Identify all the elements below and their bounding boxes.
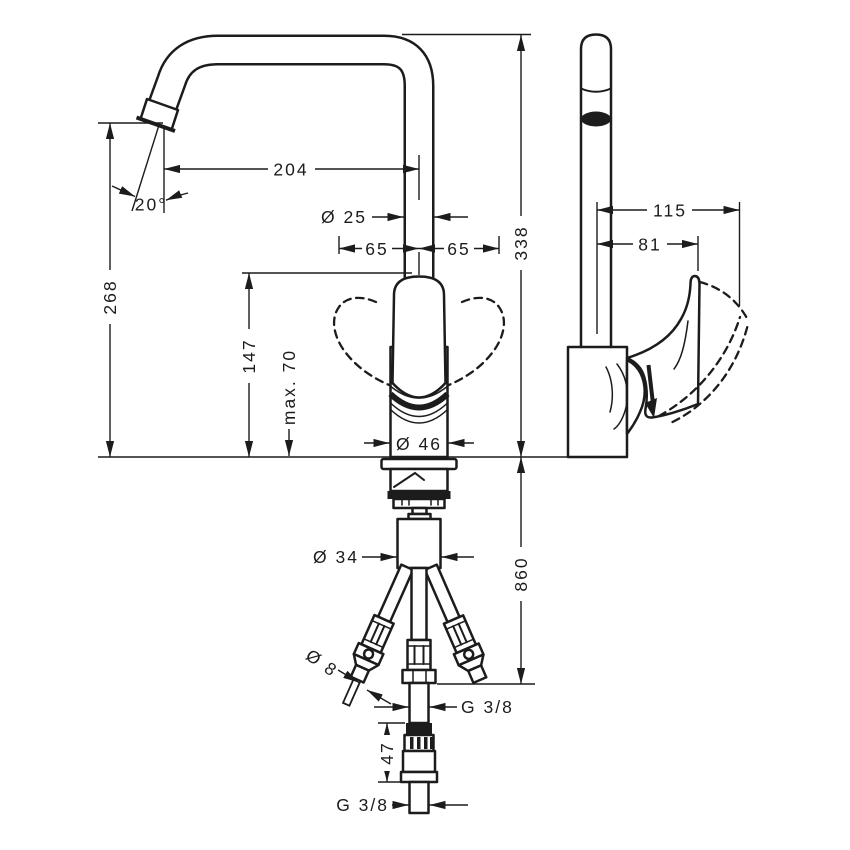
- dim-pipe-diameter-label: Ø 25: [321, 207, 367, 227]
- side-body-bulge: [625, 358, 646, 436]
- dim-spout-reach-label: 204: [273, 160, 308, 180]
- side-outlet: [581, 111, 611, 127]
- dim-overall-height-label: 338: [511, 225, 531, 260]
- dim-max-mounting-label: max. 70: [279, 349, 299, 425]
- dim-spout-angle-label: 20°: [135, 195, 167, 215]
- handle-front: [388, 275, 450, 424]
- dim-outlet-height: 268: [100, 123, 120, 457]
- dim-handle-height: 147: [239, 273, 259, 457]
- adapter-fitting: [399, 723, 439, 815]
- dim-handle-height-label: 147: [239, 338, 259, 373]
- side-spout-pipe: [579, 33, 613, 347]
- dim-spout-angle: 20°: [111, 185, 189, 215]
- spout-tube: [148, 34, 435, 278]
- dim-shank-diameter-label: Ø 34: [313, 547, 359, 567]
- dim-swing-left-label: 65: [365, 239, 388, 259]
- dim-handle-reach: 81: [597, 235, 698, 255]
- dim-body-diameter-label: Ø 46: [396, 434, 442, 454]
- dim-hose-thread-label: G 3/8: [461, 697, 514, 717]
- supply-hoses: [341, 563, 488, 815]
- dim-hose-length: 860: [511, 457, 531, 684]
- dim-bottom-thread-label: G 3/8: [336, 795, 389, 815]
- escutcheon-plate: [380, 457, 458, 471]
- dim-swing-left: 65: [339, 239, 419, 259]
- mounting-assembly: [380, 457, 458, 570]
- dim-hose-length-label: 860: [511, 556, 531, 591]
- dim-adapter-height-label: 47: [377, 741, 397, 764]
- dim-swing-right: 65: [419, 239, 499, 259]
- side-body: [566, 345, 629, 459]
- dim-open-reach-label: 115: [653, 201, 687, 221]
- dim-outlet-height-label: 268: [100, 279, 120, 314]
- front-view: [98, 34, 567, 815]
- dim-bottom-thread: G 3/8: [336, 795, 468, 815]
- dim-open-reach: 115: [597, 201, 740, 221]
- clamp-lever: [393, 471, 425, 488]
- mounting-shank: [396, 517, 442, 570]
- seal-ring: [387, 491, 451, 499]
- side-view: [566, 33, 750, 459]
- hose-nut: [401, 668, 437, 685]
- spout-aerator: [135, 97, 180, 133]
- dim-handle-reach-label: 81: [638, 235, 661, 255]
- dim-small-hose-label: Ø 8: [302, 645, 342, 681]
- hose-left: [341, 563, 415, 707]
- hose-right: [423, 563, 488, 685]
- dim-shank-diameter: Ø 34: [313, 547, 474, 567]
- hose-center: [401, 566, 437, 725]
- dim-spout-reach: 204: [164, 160, 419, 180]
- dim-body-diameter: Ø 46: [364, 434, 474, 454]
- dim-adapter-height: 47: [377, 723, 397, 782]
- dimensions: 204 20° Ø 25 65 65 338: [98, 33, 741, 815]
- dim-max-mounting: max. 70: [279, 349, 299, 456]
- dim-swing-right-label: 65: [447, 239, 470, 259]
- handle-swing-dashed: [332, 296, 506, 389]
- side-handle-raised-dashed: [657, 280, 750, 424]
- dim-pipe-diameter: Ø 25: [321, 207, 468, 227]
- side-handle: [625, 274, 701, 419]
- dim-hose-thread: G 3/8: [374, 697, 514, 717]
- dim-overall-height: 338: [511, 35, 531, 457]
